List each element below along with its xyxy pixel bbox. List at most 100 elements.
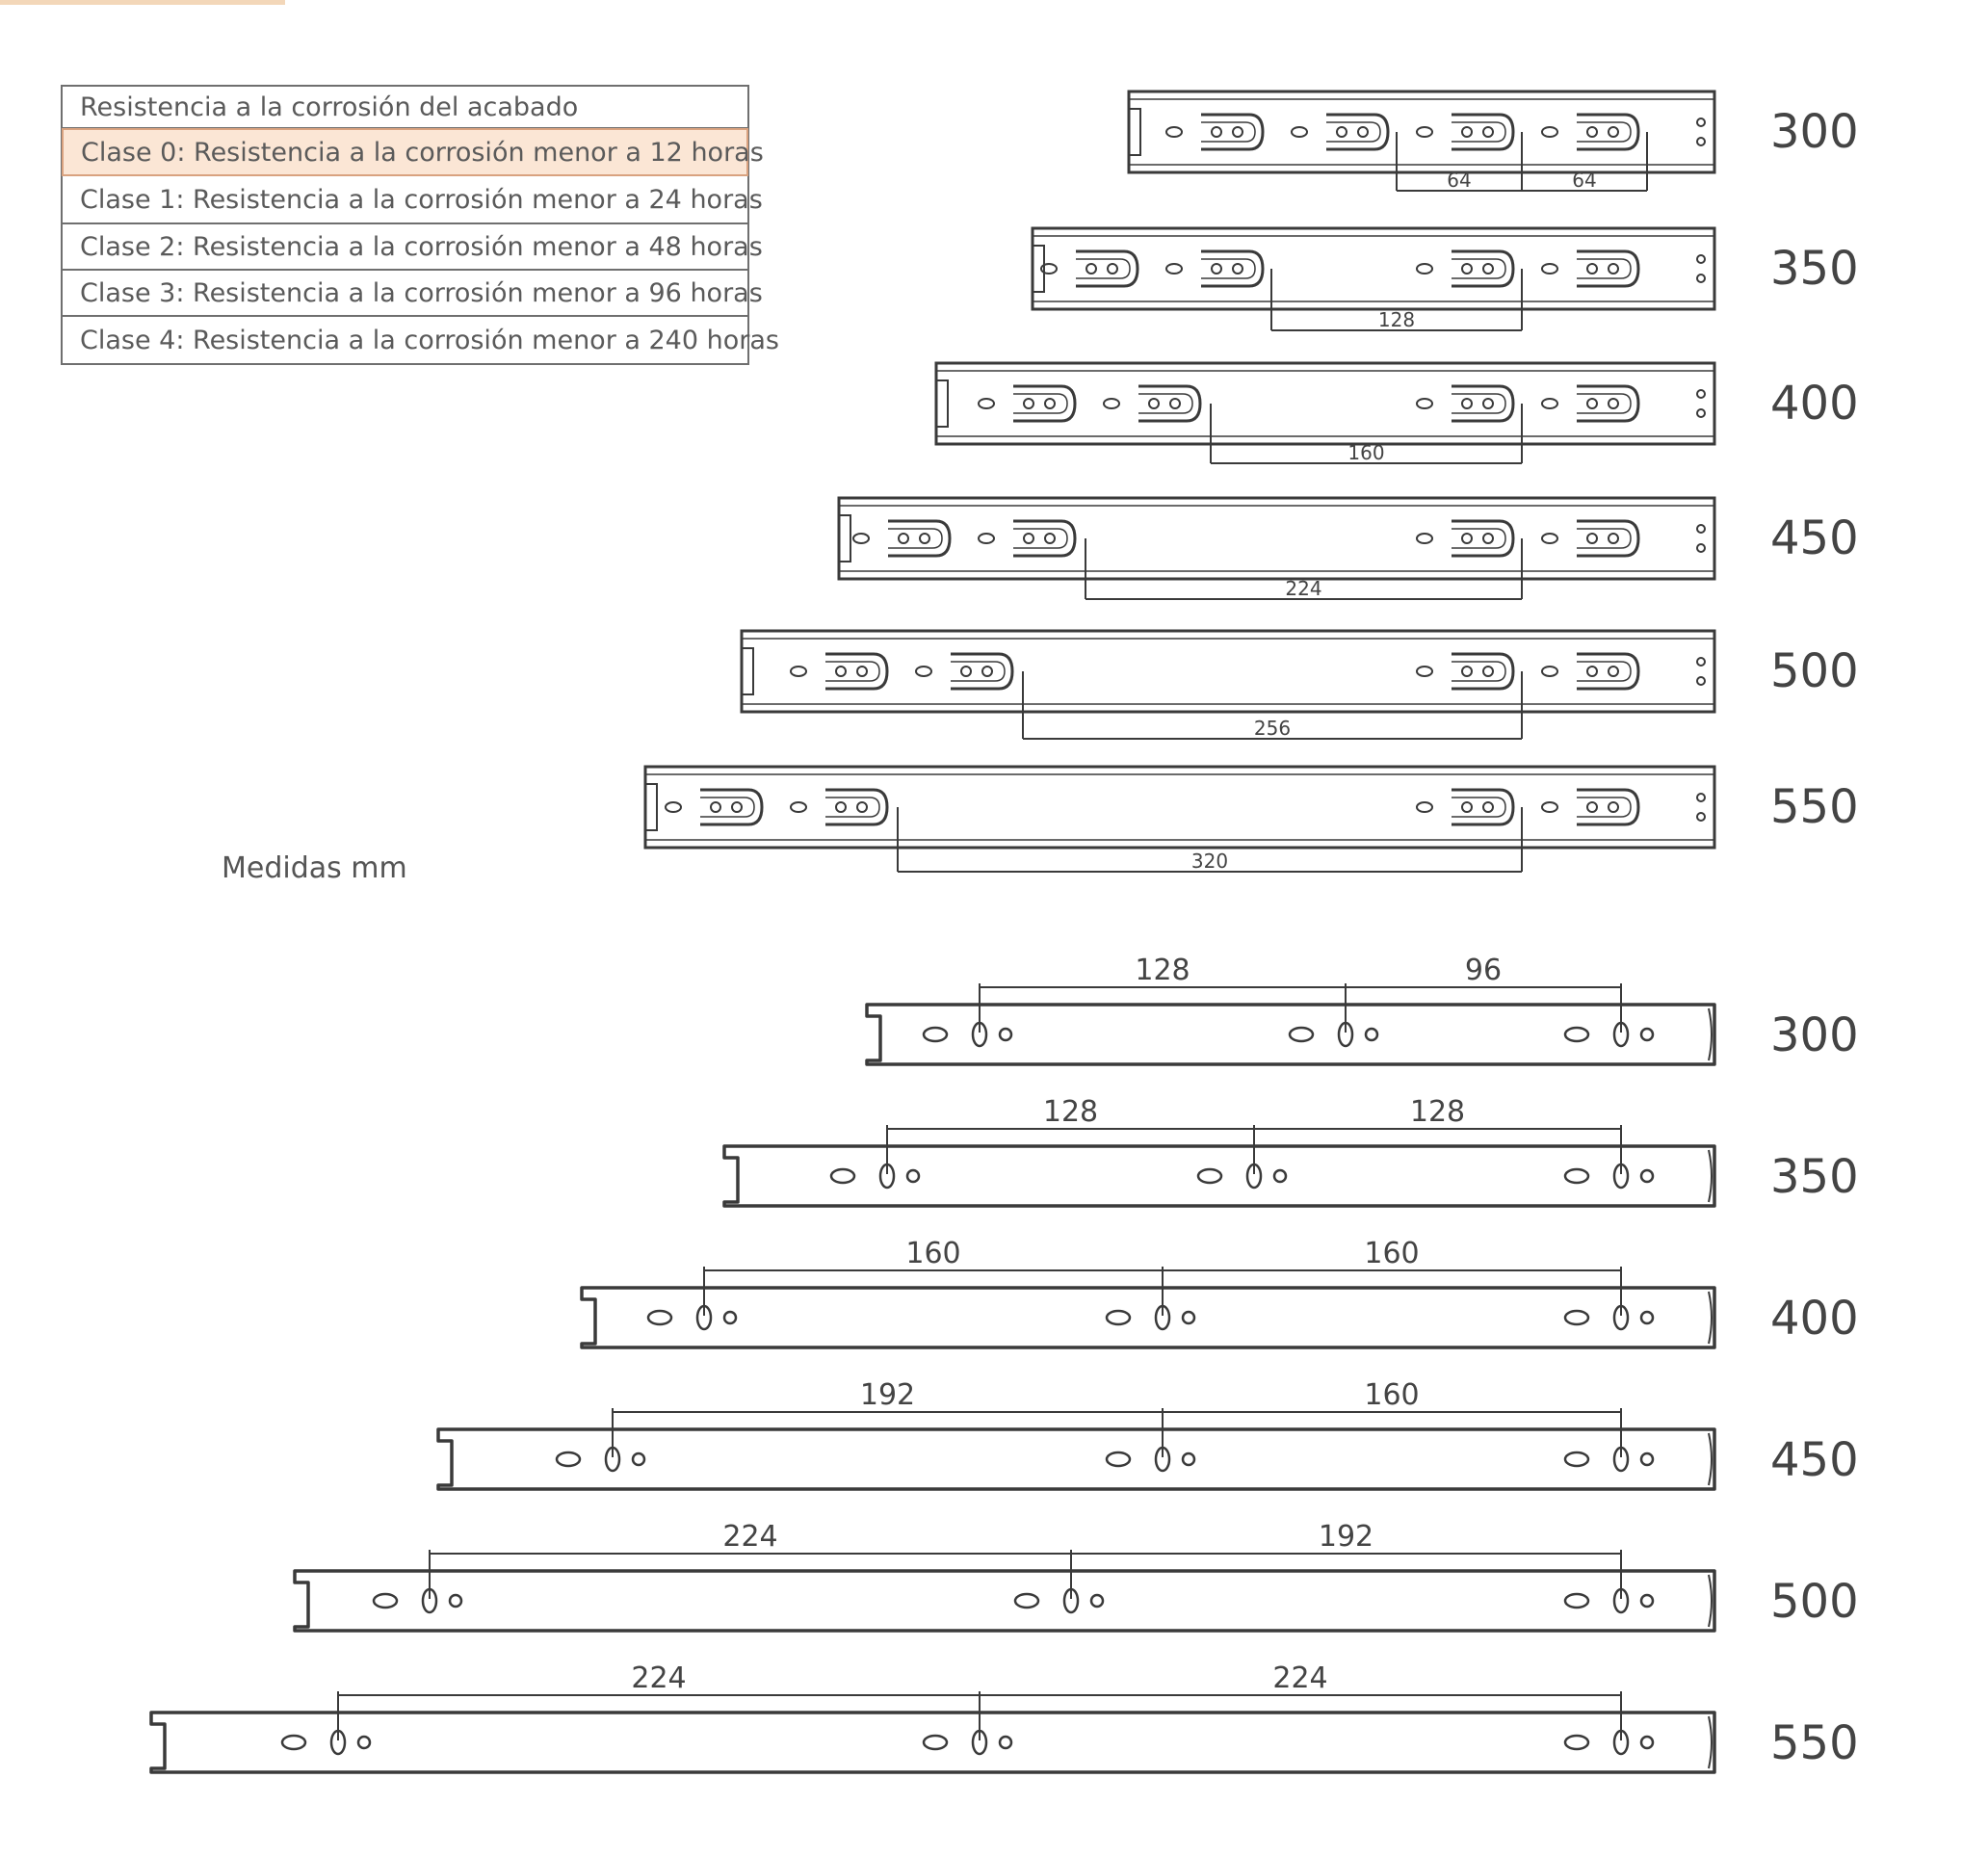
end-hole: [1696, 676, 1706, 686]
end-hole: [1696, 137, 1706, 146]
rail-end: [1708, 1715, 1713, 1769]
slot-bracket: [1577, 384, 1640, 423]
slot-hole: [1586, 263, 1598, 275]
mount-slot: [1288, 1026, 1315, 1043]
mount-slot: [1563, 1592, 1590, 1609]
slot-hole: [915, 666, 932, 677]
slot-hole: [835, 666, 847, 677]
rail-end: [1708, 1007, 1713, 1061]
rail-end: [1708, 1574, 1713, 1628]
slot-inner: [1452, 528, 1506, 549]
rail-end-notch: [839, 514, 851, 562]
slot-hole: [1541, 666, 1558, 677]
mount-slot: [1013, 1592, 1040, 1609]
slot-hole: [1044, 533, 1056, 544]
slot-hole: [1416, 398, 1433, 409]
slot-inner: [1201, 258, 1256, 279]
slot-bracket: [1577, 519, 1640, 558]
mount-hole: [356, 1735, 372, 1750]
mount-hole: [998, 1735, 1013, 1750]
slot-hole: [1482, 126, 1494, 138]
end-hole: [1696, 118, 1706, 127]
slot-hole: [1461, 126, 1473, 138]
slot-inner: [1076, 258, 1131, 279]
rail-length-label: 550: [1770, 780, 1859, 834]
dimension-label: 96: [1465, 954, 1502, 987]
slot-hole: [1461, 398, 1473, 409]
end-hole: [1696, 389, 1706, 399]
dimension-label: 160: [905, 1237, 960, 1270]
slot-hole: [1416, 126, 1433, 138]
slot-hole: [1416, 801, 1433, 813]
slot-bracket: [825, 652, 889, 691]
slot-bracket: [1201, 249, 1265, 288]
slot-bracket: [1452, 788, 1515, 826]
slot-hole: [1541, 533, 1558, 544]
slot-hole: [1461, 801, 1473, 813]
slot-inner: [1013, 528, 1068, 549]
slot-hole: [1165, 263, 1183, 275]
rail-end-notch: [936, 379, 949, 428]
slot-hole: [1541, 398, 1558, 409]
units-label: Medidas mm: [222, 851, 407, 885]
slot-hole: [1023, 533, 1034, 544]
mount-slot: [1563, 1734, 1590, 1751]
mount-hole: [1181, 1452, 1196, 1467]
slot-bracket: [1577, 652, 1640, 691]
dimension-label: 256: [1254, 717, 1291, 740]
slot-inner: [1577, 393, 1632, 414]
slot-bracket: [888, 519, 952, 558]
slot-bracket: [1452, 249, 1515, 288]
corrosion-class-4: Clase 4: Resistencia a la corrosión meno…: [63, 317, 779, 365]
corrosion-class-1: Clase 1: Resistencia a la corrosión meno…: [63, 176, 763, 224]
rail-body: [1127, 90, 1716, 174]
mount-hole: [1181, 1310, 1196, 1325]
slot-hole: [1023, 398, 1034, 409]
dimension-label: 192: [1319, 1520, 1373, 1554]
rail-length-label: 400: [1770, 1292, 1859, 1346]
slot-bracket: [1076, 249, 1139, 288]
slot-hole: [1291, 126, 1308, 138]
dimension-label: 64: [1572, 169, 1596, 192]
slot-inner: [1452, 661, 1506, 682]
slot-inner: [888, 528, 943, 549]
slot-inner: [1201, 121, 1256, 143]
slot-hole: [1357, 126, 1369, 138]
end-hole: [1696, 408, 1706, 418]
slot-hole: [1336, 126, 1347, 138]
corrosion-table: Resistencia a la corrosión del acabado C…: [61, 85, 779, 365]
slot-hole: [835, 801, 847, 813]
slot-hole: [978, 398, 995, 409]
dimension-label: 128: [1410, 1095, 1465, 1129]
rail-length-label: 350: [1770, 1150, 1859, 1204]
slot-hole: [1416, 666, 1433, 677]
mount-hole: [998, 1027, 1013, 1042]
dimension-label: 224: [722, 1520, 777, 1554]
top-accent-strip: [0, 0, 285, 5]
slot-hole: [1586, 666, 1598, 677]
slot-hole: [960, 666, 972, 677]
slot-hole: [1040, 263, 1058, 275]
slot-inner: [1452, 393, 1506, 414]
slot-hole: [790, 666, 807, 677]
corrosion-class-2: Clase 2: Resistencia a la corrosión meno…: [63, 224, 763, 271]
slot-hole: [710, 801, 721, 813]
mount-slot: [1196, 1167, 1223, 1185]
slot-hole: [1608, 263, 1619, 275]
mount-slot: [922, 1026, 949, 1043]
mount-slot: [555, 1451, 582, 1468]
rail-end: [1708, 1291, 1713, 1345]
rail-body: [837, 496, 1716, 581]
end-hole: [1696, 254, 1706, 264]
slot-bracket: [1201, 113, 1265, 151]
slot-inner: [825, 797, 880, 818]
rail-body: [149, 1711, 1716, 1774]
slot-bracket: [1577, 113, 1640, 151]
slot-bracket: [1452, 113, 1515, 151]
